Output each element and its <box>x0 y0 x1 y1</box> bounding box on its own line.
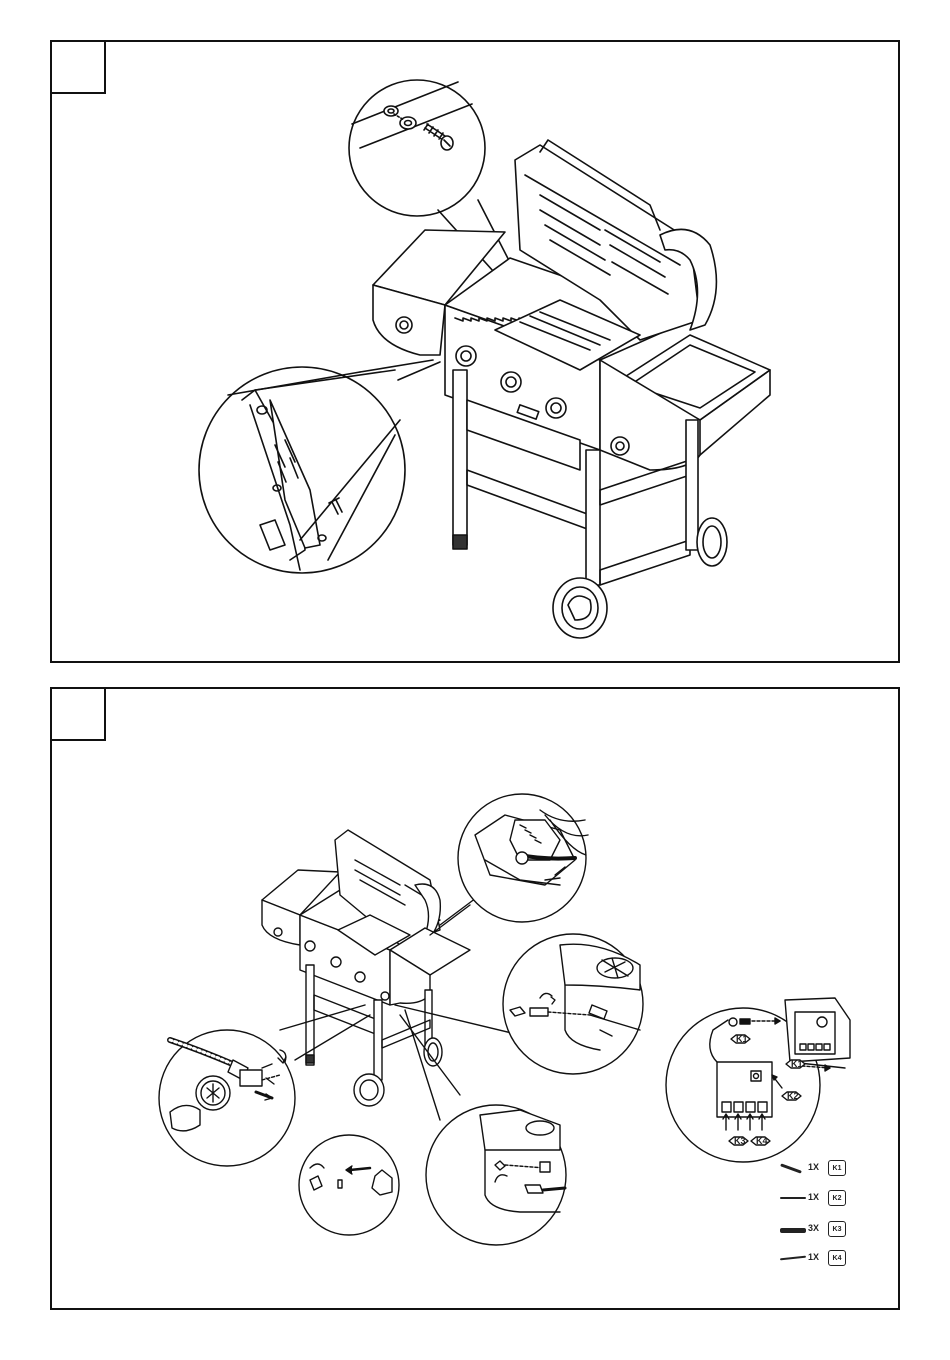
grill-body-2 <box>262 830 470 1106</box>
detail-circle-knob-removal <box>299 1135 399 1235</box>
part-code: K3 <box>828 1221 846 1237</box>
cable-icon <box>780 1197 806 1199</box>
part-row-k2: 1X K2 <box>780 1188 860 1210</box>
part-qty: 1X <box>808 1192 819 1202</box>
part-qty: 1X <box>808 1162 819 1172</box>
part-row-k4: 1X K4 <box>780 1248 860 1270</box>
label-k1-right: K1 <box>791 1059 803 1069</box>
label-k1-top: K1 <box>736 1034 748 1044</box>
part-row-k1: 1X K1 <box>780 1158 860 1180</box>
part-code: K2 <box>828 1190 846 1206</box>
part-code: K1 <box>828 1160 846 1176</box>
detail-circle-wiring <box>458 794 588 922</box>
label-k3: K3 <box>734 1136 746 1146</box>
part-code: K4 <box>828 1250 846 1266</box>
label-k4: K4 <box>756 1136 768 1146</box>
cable-icon <box>780 1256 806 1261</box>
part-qty: 1X <box>808 1252 819 1262</box>
cable-icon <box>780 1163 802 1173</box>
part-row-k3: 3X K3 <box>780 1219 860 1241</box>
detail-circle-ignitor <box>503 934 643 1074</box>
detail-circle-knob-valve <box>159 1030 295 1166</box>
detail-circle-side-burner <box>426 1105 566 1245</box>
cable-icon <box>780 1228 806 1233</box>
part-qty: 3X <box>808 1223 819 1233</box>
label-k2: K2 <box>787 1091 799 1101</box>
